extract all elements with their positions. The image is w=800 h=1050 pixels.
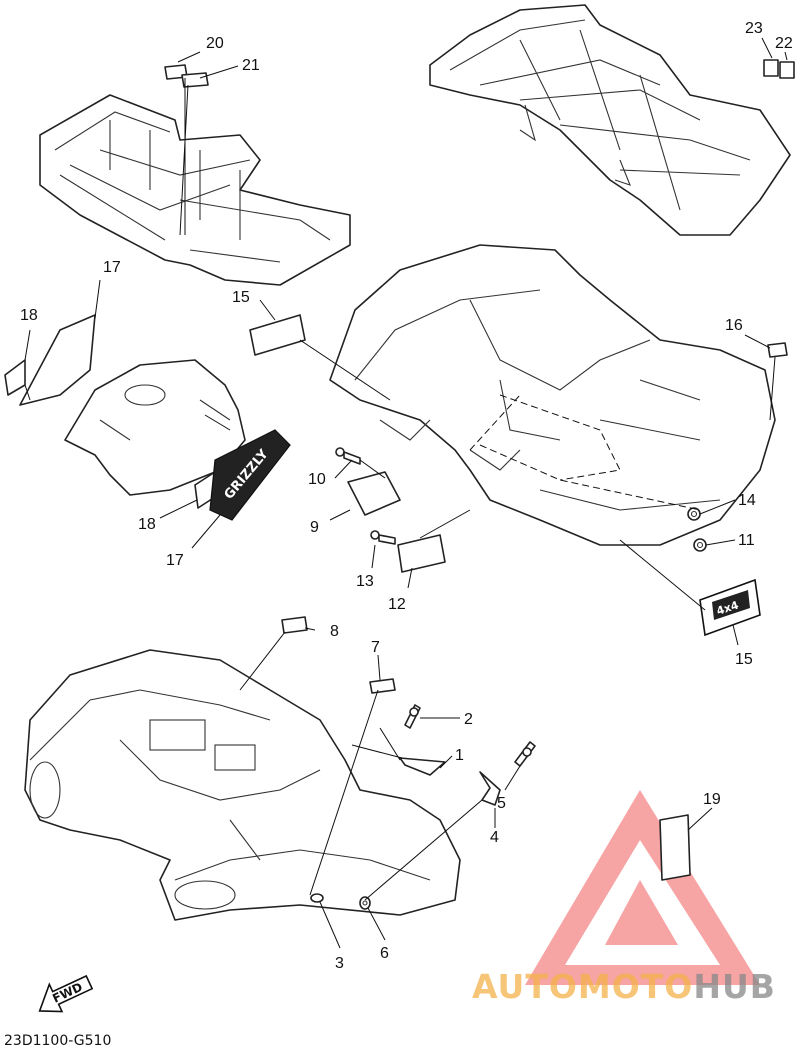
decal-7 bbox=[369, 678, 396, 694]
part-label-15-top: 15 bbox=[232, 289, 250, 306]
part-label-15-bottom: 15 bbox=[735, 651, 753, 668]
part-label-16: 16 bbox=[725, 317, 743, 334]
rear-carrier-rack bbox=[429, 4, 791, 236]
watermark-logo bbox=[525, 790, 760, 985]
watermark-text-part2: HUB bbox=[693, 967, 776, 1006]
decal-19 bbox=[659, 814, 691, 881]
part-label-17-top: 17 bbox=[103, 259, 121, 276]
label-decals bbox=[4, 59, 795, 881]
front-fender bbox=[64, 359, 246, 496]
part-label-4: 4 bbox=[490, 829, 499, 846]
washer-3 bbox=[310, 893, 324, 903]
part-label-21: 21 bbox=[242, 57, 260, 74]
watermark-text-part1: AUTOMOTO bbox=[472, 967, 693, 1006]
nut-14 bbox=[687, 507, 701, 521]
screw-2 bbox=[404, 704, 421, 729]
part-label-5: 5 bbox=[497, 795, 506, 812]
decal-17-strip bbox=[19, 314, 96, 406]
part-label-11: 11 bbox=[738, 532, 755, 549]
decal-21 bbox=[181, 72, 209, 88]
decal-18-top bbox=[4, 359, 26, 396]
part-label-13: 13 bbox=[356, 573, 374, 590]
screw-10 bbox=[335, 447, 361, 465]
part-label-14: 14 bbox=[738, 492, 756, 509]
rear-fender bbox=[329, 244, 776, 546]
part-label-12: 12 bbox=[388, 596, 406, 613]
nut-6 bbox=[359, 896, 371, 910]
decal-9 bbox=[347, 471, 401, 516]
part-label-23: 23 bbox=[745, 20, 763, 37]
decal-8 bbox=[281, 616, 308, 634]
clip-1 bbox=[399, 757, 446, 776]
part-label-19: 19 bbox=[703, 791, 721, 808]
part-label-18-bottom: 18 bbox=[138, 516, 156, 533]
part-label-18-top: 18 bbox=[20, 307, 38, 324]
nut-11 bbox=[693, 538, 707, 552]
part-label-8: 8 bbox=[330, 623, 339, 640]
screw-5 bbox=[514, 741, 536, 767]
decal-23 bbox=[763, 59, 779, 77]
part-label-9: 9 bbox=[310, 519, 319, 536]
front-carrier-rack bbox=[39, 94, 351, 286]
part-label-7: 7 bbox=[371, 639, 380, 656]
decal-22 bbox=[779, 61, 795, 79]
part-label-1: 1 bbox=[455, 747, 464, 764]
leader-lines bbox=[24, 37, 788, 949]
svg-text:AUTOMOTOHUB: AUTOMOTOHUB bbox=[472, 967, 776, 1006]
fwd-label: FWD bbox=[50, 980, 84, 1006]
part-label-2: 2 bbox=[464, 711, 473, 728]
decal-16 bbox=[767, 342, 788, 358]
catalog-code: 23D1100-G510 bbox=[4, 1033, 111, 1049]
watermark-text: AUTOMOTOHUB bbox=[472, 967, 776, 1006]
fasteners bbox=[310, 447, 707, 910]
part-label-17-bottom: 17 bbox=[166, 552, 184, 569]
decal-12 bbox=[397, 534, 446, 573]
screw-13 bbox=[370, 530, 396, 545]
decal-15-top bbox=[249, 314, 306, 356]
4x4-decal: 4x4 bbox=[699, 578, 761, 637]
part-label-6: 6 bbox=[380, 945, 389, 962]
part-label-3: 3 bbox=[335, 955, 344, 972]
clip-4 bbox=[479, 771, 501, 806]
part-label-10: 10 bbox=[308, 471, 326, 488]
lower-fender-assembly bbox=[24, 649, 461, 921]
part-number-labels: 20 21 23 22 17 18 15 16 10 14 9 18 11 17… bbox=[20, 20, 793, 972]
fwd-arrow-icon: FWD bbox=[38, 974, 94, 1013]
part-label-22: 22 bbox=[775, 35, 793, 52]
part-label-20: 20 bbox=[206, 35, 224, 52]
